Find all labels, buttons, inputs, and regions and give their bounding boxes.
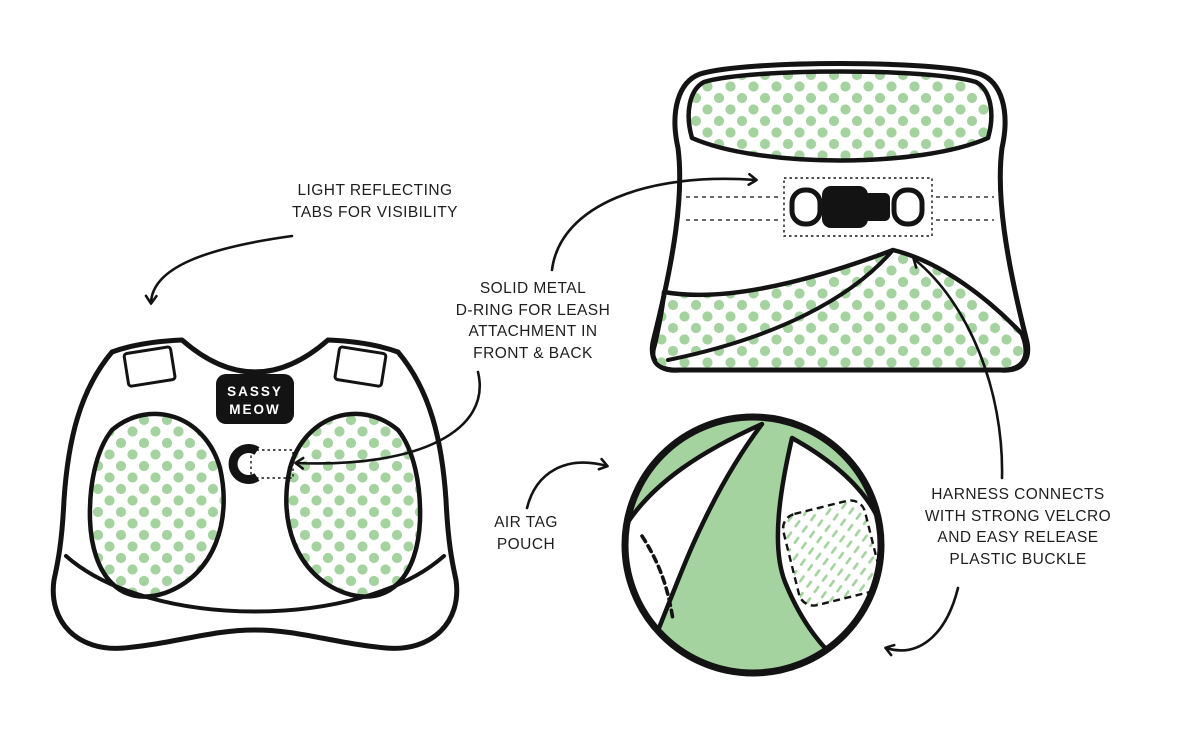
velcro-patch [781, 499, 881, 607]
brand-patch [216, 374, 294, 424]
front-d-ring [228, 444, 260, 484]
label-line: D-RING FOR LEASH [455, 301, 611, 319]
reflective-tab-right [333, 345, 388, 388]
label-line: HARNESS CONNECTS [931, 486, 1105, 503]
velcro-detail-circle [621, 413, 885, 677]
arrow-airtag [525, 457, 609, 510]
back-collar-panel [686, 69, 994, 163]
label-velcro-buckle: HARNESS CONNECTS WITH STRONG VELCRO AND … [925, 484, 1111, 570]
label-reflective-tabs: LIGHT REFLECTING TABS FOR VISIBILITY [292, 180, 458, 223]
arrow-dring-front [294, 370, 481, 470]
d-ring-loop-right [891, 187, 925, 227]
label-line: SOLID METAL [479, 280, 587, 297]
d-ring-loop-left [789, 187, 823, 227]
label-line: LIGHT REFLECTING [297, 182, 453, 199]
arrow-reflective-tabs [144, 234, 294, 305]
buckle-male [864, 193, 890, 221]
arrow-velcro-to-circle [884, 586, 960, 657]
hem-seam [64, 554, 446, 614]
d-ring-hidden-webbing [250, 449, 294, 479]
brand-patch-line1: SASSY [227, 384, 283, 399]
reflective-tab-left [122, 345, 177, 388]
arrow-velcro-to-back-harness [912, 257, 1004, 480]
brand-patch-line2: MEOW [229, 402, 281, 417]
label-air-tag: AIR TAG POUCH [494, 512, 558, 555]
buckle-stitch-box [783, 177, 933, 237]
front-harness-illustration: SASSY MEOW [50, 337, 460, 651]
back-harness-illustration [649, 61, 1031, 373]
label-line: PLASTIC BUCKLE [949, 550, 1087, 568]
wing-fold-line [666, 248, 895, 362]
label-line: WITH STRONG VELCRO [924, 507, 1112, 525]
zoom-circle-border [621, 413, 885, 677]
label-line: ATTACHMENT IN [468, 323, 598, 340]
buckle-housing [822, 186, 868, 228]
front-panel-right [284, 411, 423, 599]
label-line: POUCH [496, 535, 556, 553]
label-line: AND EASY RELEASE [937, 529, 1099, 546]
label-line: TABS FOR VISIBILITY [292, 203, 458, 221]
stitch-line [640, 534, 675, 622]
arrow-dring-back [550, 172, 758, 272]
front-panel-left [87, 411, 226, 599]
annotation-arrows [144, 172, 1004, 657]
label-d-ring: SOLID METAL D-RING FOR LEASH ATTACHMENT … [456, 278, 610, 364]
label-line: AIR TAG [494, 514, 558, 531]
label-line: FRONT & BACK [473, 344, 593, 362]
